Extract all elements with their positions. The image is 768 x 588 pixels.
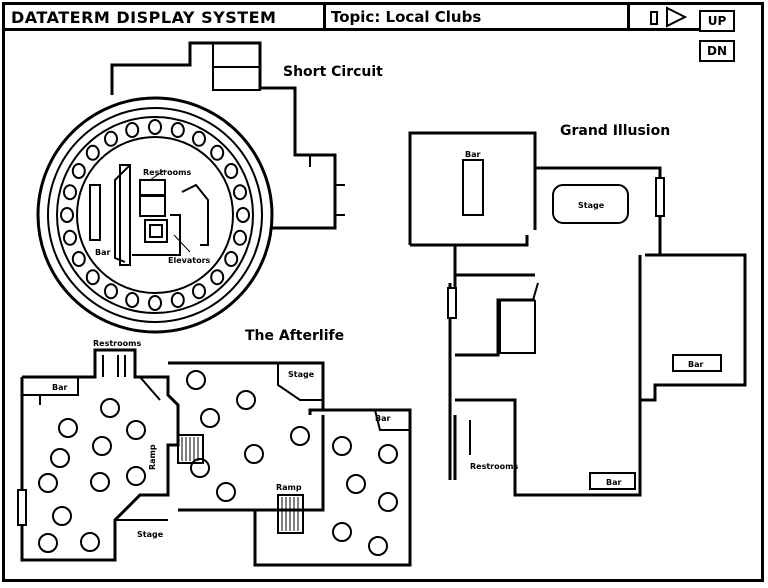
afterlife-name: The Afterlife: [245, 328, 344, 344]
afterlife-stage-bottom-label: Stage: [137, 530, 164, 539]
title-divider-end: [627, 5, 630, 28]
table-icon: [85, 144, 100, 161]
table-icon: [210, 144, 225, 161]
table-icon: [378, 492, 398, 512]
short-circuit-bar-label: Bar: [95, 248, 110, 257]
table-icon: [368, 536, 388, 556]
table-icon: [50, 448, 70, 468]
table-icon: [90, 472, 110, 492]
table-icon: [290, 426, 310, 446]
afterlife-ramp-center-label: Ramp: [276, 483, 302, 492]
grand-illusion-restrooms-label: Restrooms: [470, 462, 518, 471]
table-icon: [85, 269, 100, 286]
table-icon: [104, 283, 118, 300]
window-frame: DATATERM DISPLAY SYSTEM Topic: Local Clu…: [2, 2, 764, 582]
title-divider: [323, 5, 326, 28]
table-icon: [52, 506, 72, 526]
table-icon: [244, 444, 264, 464]
table-icon: [71, 251, 86, 267]
grand-illusion-bar-right-label: Bar: [688, 360, 703, 369]
table-icon: [192, 283, 206, 300]
grand-illusion-stage-label: Stage: [578, 201, 605, 210]
grand-illusion-name: Grand Illusion: [560, 123, 670, 139]
afterlife-building: [17, 348, 412, 567]
table-icon: [38, 473, 58, 493]
afterlife-ramp-left-label: Ramp: [148, 444, 157, 470]
table-icon: [38, 533, 58, 553]
afterlife-bar-left-label: Bar: [52, 383, 67, 392]
topic-label: Topic: Local Clubs: [331, 8, 482, 26]
table-icon: [200, 408, 220, 428]
table-icon: [378, 444, 398, 464]
table-icon: [224, 163, 239, 179]
title-bar: DATATERM DISPLAY SYSTEM Topic: Local Clu…: [5, 5, 700, 31]
table-icon: [210, 269, 225, 286]
table-icon: [104, 130, 118, 147]
table-icon: [92, 436, 112, 456]
table-icon: [148, 119, 162, 135]
scroll-up-button[interactable]: UP: [699, 10, 735, 32]
short-circuit-name: Short Circuit: [283, 64, 383, 80]
table-icon: [236, 207, 250, 223]
afterlife-tables: [38, 370, 398, 556]
table-icon: [58, 418, 78, 438]
table-icon: [186, 370, 206, 390]
table-icon: [236, 390, 256, 410]
afterlife-restrooms-label: Restrooms: [93, 339, 141, 348]
table-icon: [332, 436, 352, 456]
table-icon: [233, 184, 247, 201]
table-icon: [71, 163, 86, 179]
scroll-thumb[interactable]: [650, 11, 658, 25]
short-circuit-building: [36, 41, 345, 334]
table-icon: [216, 482, 236, 502]
table-icon: [170, 122, 185, 138]
grand-illusion-building: [408, 131, 747, 497]
table-icon: [63, 229, 77, 246]
afterlife-bar-right-label: Bar: [375, 414, 390, 423]
short-circuit-tables: [60, 119, 250, 311]
table-icon: [63, 184, 77, 201]
short-circuit-restrooms-label: Restrooms: [143, 168, 191, 177]
table-icon: [332, 522, 352, 542]
short-circuit-elevators-label: Elevators: [168, 256, 211, 265]
table-icon: [60, 207, 74, 223]
scroll-down-button[interactable]: DN: [699, 40, 735, 62]
table-icon: [80, 532, 100, 552]
table-icon: [233, 229, 247, 246]
table-icon: [224, 251, 239, 267]
table-icon: [170, 292, 185, 308]
window-title: DATATERM DISPLAY SYSTEM: [11, 8, 277, 27]
table-icon: [190, 458, 210, 478]
play-arrow-icon[interactable]: [665, 6, 687, 28]
table-icon: [192, 130, 206, 147]
short-circuit-core: [89, 164, 209, 266]
table-icon: [125, 292, 140, 308]
grand-illusion-bar-top-label: Bar: [465, 150, 480, 159]
table-icon: [346, 474, 366, 494]
afterlife-stage-top-label: Stage: [288, 370, 315, 379]
table-icon: [126, 466, 146, 486]
table-icon: [100, 398, 120, 418]
table-icon: [126, 420, 146, 440]
grand-illusion-bar-bottom-label: Bar: [606, 478, 621, 487]
table-icon: [148, 295, 162, 311]
table-icon: [125, 122, 140, 138]
